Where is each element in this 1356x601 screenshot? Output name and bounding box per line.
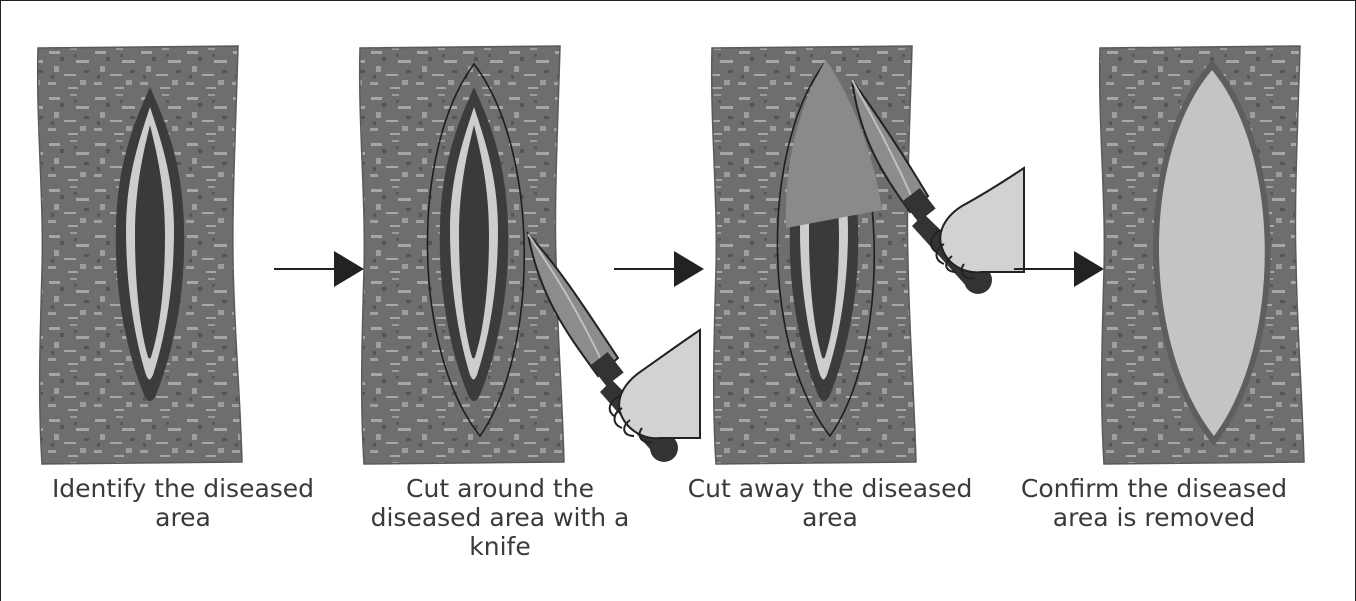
step-3-caption: Cut away the diseased area bbox=[680, 474, 980, 532]
trunk-1 bbox=[38, 46, 242, 464]
hand-icon bbox=[610, 330, 700, 442]
step-4-caption: Confirm the diseased area is removed bbox=[1004, 474, 1304, 532]
step-2-caption: Cut around the diseased area with a knif… bbox=[350, 474, 650, 561]
trunk-4 bbox=[1100, 46, 1304, 464]
arrow-3-icon bbox=[1014, 251, 1104, 287]
arrow-1-icon bbox=[274, 251, 364, 287]
step-1-caption: Identify the diseased area bbox=[33, 474, 333, 532]
arrow-2-icon bbox=[614, 251, 704, 287]
trunk-3 bbox=[712, 46, 916, 464]
